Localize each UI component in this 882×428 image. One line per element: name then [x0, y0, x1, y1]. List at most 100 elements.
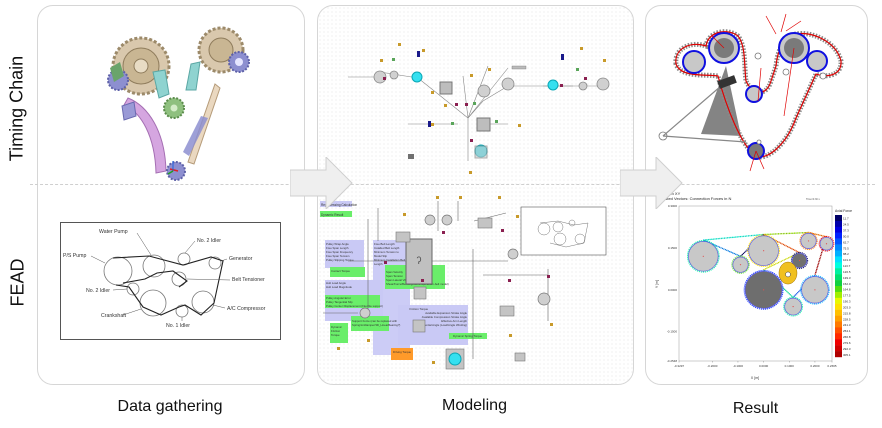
- x-tick-label: 0.2000: [810, 364, 820, 368]
- belt-wrap: [800, 275, 830, 305]
- colorbar-value: 305.1: [843, 353, 851, 357]
- colorbar-value: 266.8: [843, 335, 851, 339]
- pulley-center: [763, 250, 765, 252]
- x-tick-label: -0.3297: [674, 364, 685, 368]
- belt-glyph-icon: ʔ: [417, 256, 422, 267]
- box-text: Contact Torque: [331, 269, 350, 273]
- colorbar-value: 203.0: [843, 305, 851, 309]
- colorbar-value: 113.7: [843, 264, 851, 268]
- box-text: Free Span Tension: [326, 254, 350, 258]
- belt-span-links: [792, 275, 816, 298]
- box-text: Friction Torque: [410, 307, 429, 311]
- sprocket-node-icon: [373, 70, 610, 98]
- fead-result-chart: Animation XY Animated Vectors: Connectio…: [655, 191, 852, 380]
- colorbar-value: 164.8: [843, 288, 851, 292]
- colorbar-swatch: [835, 315, 842, 322]
- belt-wrap: [747, 234, 780, 268]
- box-text: Spring/LinDamper/3D_LinearBearing?): [352, 323, 400, 327]
- fead-label: Crankshaft: [101, 313, 127, 319]
- row-divider: [30, 184, 875, 185]
- colorbar-swatch: [835, 274, 842, 281]
- column-label-result: Result: [732, 400, 779, 417]
- flow-arrow-icon: [620, 157, 683, 209]
- right-chain-guide: [185, 61, 201, 91]
- fead-label: No. 1 Idler: [166, 323, 190, 329]
- colorbar-value: 190.3: [843, 300, 851, 304]
- box-text: Span Lateral Vibration: [386, 278, 414, 282]
- box-text: Pulley Slipping Torque: [326, 258, 354, 262]
- fead-reference-inset: [520, 206, 607, 256]
- box-text: Available Expansion Stroke Angle: [425, 311, 467, 315]
- y-tick-label: 0.3000: [668, 204, 678, 208]
- crank-node-icon: [448, 352, 462, 366]
- colorbar-swatch: [835, 268, 842, 275]
- belt-wrap: [686, 239, 720, 273]
- x-tick-label: 0.2665: [827, 364, 837, 368]
- fead-label: Water Pump: [99, 229, 128, 235]
- colorbar-value: 177.5: [843, 294, 851, 298]
- colorbar-value: 292.3: [843, 347, 851, 351]
- y-tick-label: -0.1500: [667, 330, 678, 334]
- chain-block-node: [439, 81, 453, 95]
- box-text: Pulley Wrap Angle: [326, 242, 349, 246]
- row-label-fead: FEAD: [7, 258, 28, 307]
- belt-span-links: [808, 232, 827, 237]
- colorbar-value: 75.5: [843, 246, 849, 250]
- x-tick-label: 0.1000: [785, 364, 795, 368]
- pulley-center: [814, 289, 816, 291]
- box-text: Differential Angle (Load/Angle Winding): [418, 323, 467, 327]
- colorbar-swatch: [835, 327, 842, 334]
- right-cam-sprocket-icon: [197, 26, 250, 74]
- colorbar-value: 88.2: [843, 252, 849, 256]
- belt-span: [763, 231, 809, 236]
- pulley-center: [798, 259, 801, 262]
- box-text: Hub Load Angle: [326, 281, 346, 285]
- box-text: Pulley Angular Error: [326, 296, 351, 300]
- box-text: Installed Belt Length: [374, 246, 400, 250]
- colorbar-value: 24.5: [843, 223, 849, 227]
- box-text: Torque: [331, 333, 340, 337]
- belt-wrap: [799, 231, 818, 251]
- row-label-timing-chain: Timing Chain: [6, 55, 27, 162]
- colorbar-value: 215.8: [843, 311, 851, 315]
- colorbar-swatch: [835, 321, 842, 328]
- belt-wrap: [818, 235, 835, 252]
- panel-modeling: Reprocessing Calculation Dynamic Result …: [317, 5, 634, 385]
- colorbar-swatch: [835, 220, 842, 228]
- belt-span: [763, 233, 800, 254]
- column-label-data-gathering: Data gathering: [117, 398, 223, 415]
- fead-label: Belt Tensioner: [232, 277, 265, 283]
- belt-span-links: [703, 234, 764, 241]
- colorbar-value: 254.1: [843, 329, 851, 333]
- colorbar-swatch: [835, 333, 842, 340]
- fead-belt-drawing: Water Pump No. 2 Idler P/S Pump Generato…: [63, 229, 266, 329]
- legend-reprocessing-label: Reprocessing Calculation: [321, 203, 357, 207]
- colorbar-value: 62.7: [843, 240, 849, 244]
- x-tick-label: 0.0000: [759, 364, 769, 368]
- colorbar-swatch: [835, 215, 842, 222]
- fead-label: Generator: [229, 256, 253, 262]
- x-tick-label: -0.2000: [707, 364, 718, 368]
- timing-chain-model-graph: [348, 43, 610, 174]
- box-text: Free Span Length: [326, 246, 349, 250]
- colorbar-swatch: [835, 351, 842, 358]
- fead-schematic: Water Pump No. 2 Idler P/S Pump Generato…: [60, 222, 281, 340]
- colorbar-swatch: [835, 232, 842, 239]
- legend-dynamic-result: [320, 211, 352, 217]
- fead-model-graph: Reprocessing Calculation Dynamic Result …: [320, 196, 607, 370]
- box-text: Pulley Center Displacement (Flexible sup…: [326, 304, 383, 308]
- belt-wrap: [790, 251, 809, 270]
- x-tick-label: -0.1000: [733, 364, 744, 368]
- colorbar-swatch: [835, 226, 842, 233]
- colorbar-value: 11.7: [843, 217, 849, 221]
- y-tick-label: -0.2548: [667, 359, 678, 363]
- pulley-center: [792, 305, 794, 308]
- box-text: Dynamic: [331, 325, 342, 329]
- colorbar-value: 101.0: [843, 258, 851, 262]
- fead-label: A/C Compressor: [227, 306, 266, 312]
- fead-label: No. 2 Idler: [197, 238, 221, 244]
- pulley-center: [825, 243, 828, 245]
- pulley-center: [807, 240, 810, 242]
- y-tick-label: 0.1500: [668, 246, 678, 250]
- pulley-center: [739, 264, 742, 266]
